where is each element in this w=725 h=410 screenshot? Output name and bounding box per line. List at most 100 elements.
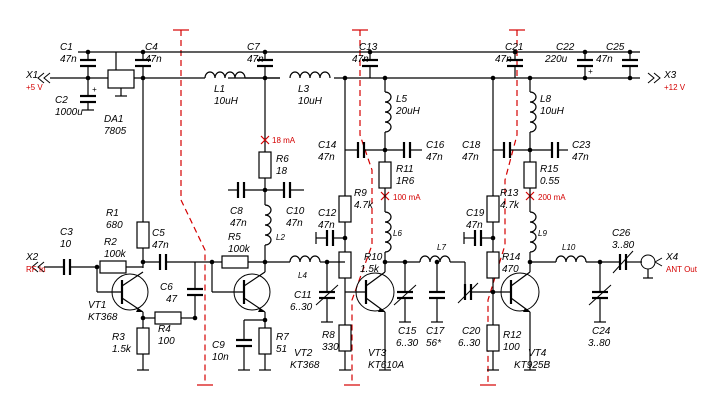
svg-text:R11: R11 [396,164,414,175]
svg-text:KT610A: KT610A [368,360,404,371]
x4-connector: X4 ANT Out [640,252,698,279]
svg-text:100 mA: 100 mA [393,193,421,202]
x2-connector: X2 RF In [25,252,46,274]
stage-divider-1 [173,29,213,386]
svg-text:C19: C19 [466,208,485,219]
capacitor-c1: C1 47n [60,42,96,78]
svg-text:L1: L1 [214,84,225,95]
svg-text:10: 10 [60,239,72,250]
svg-text:6..30: 6..30 [290,302,313,313]
inductor-l1: L1 10uH [204,71,280,107]
svg-text:C25: C25 [606,42,625,53]
stage-divider-3 [480,29,525,386]
resistor-r2: R2 100k [99,237,143,274]
capacitor-c11: C11 6..30 [290,262,339,323]
svg-text:18: 18 [276,166,288,177]
transistor-vt4: VT4 KT925B [493,271,550,371]
svg-text:C18: C18 [462,140,481,151]
inductor-l8: L8 10uH [529,91,565,133]
svg-text:X1: X1 [25,70,38,81]
capacitor-c19: C19 47n [463,208,493,246]
svg-text:L9: L9 [538,229,547,238]
svg-text:KT368: KT368 [290,360,320,371]
svg-text:6..30: 6..30 [396,338,419,349]
svg-text:+: + [92,85,97,94]
svg-text:3..80: 3..80 [588,338,611,349]
svg-text:C7: C7 [247,42,260,53]
svg-text:C11: C11 [294,290,312,301]
resistor-r8: R8 330 [322,292,352,371]
capacitor-c15: C15 6..30 [393,262,419,349]
capacitor-c14: C14 47n [318,140,385,163]
svg-text:47n: 47n [286,218,303,229]
svg-text:10uH: 10uH [298,96,323,107]
svg-text:10n: 10n [212,352,229,363]
capacitor-c20: C20 6..30 [457,282,493,349]
svg-text:KT368: KT368 [88,312,118,323]
svg-text:RF In: RF In [26,265,46,274]
stage-divider-2 [344,29,373,386]
inductor-l7: L7 [419,243,451,263]
svg-text:C10: C10 [286,206,305,217]
resistor-r5: R5 100k [212,232,265,269]
resistor-r15: R15 0.55 [523,161,560,189]
capacitor-c12: C12 47n [315,208,345,246]
svg-text:L7: L7 [437,243,446,252]
svg-text:C24: C24 [592,326,611,337]
svg-text:VT1: VT1 [88,300,106,311]
svg-text:6..30: 6..30 [458,338,481,349]
capacitor-c18: C18 47n [462,140,530,163]
resistor-r13: R13 4.7k [486,188,520,223]
svg-text:C26: C26 [612,228,631,239]
capacitor-c7: C7 47n [247,42,273,78]
svg-text:3..80: 3..80 [612,240,635,251]
inductor-l2: L2 [264,204,285,246]
svg-text:47n: 47n [318,220,335,231]
svg-text:R10: R10 [364,252,383,263]
svg-text:L3: L3 [298,84,310,95]
svg-text:100k: 100k [228,244,251,255]
svg-text:C16: C16 [426,140,445,151]
capacitor-c17: C17 56* [426,262,445,349]
svg-text:R9: R9 [354,188,367,199]
capacitor-c10: C10 47n [265,182,305,229]
svg-text:47n: 47n [247,54,264,65]
svg-text:L6: L6 [393,229,402,238]
svg-text:C4: C4 [145,42,158,53]
inductor-l6: L6 [384,211,402,253]
svg-text:10uH: 10uH [540,106,565,117]
inductor-l10: L10 [555,243,587,263]
svg-text:47n: 47n [572,152,589,163]
svg-text:L4: L4 [298,271,307,280]
capacitor-c5: C5 47n [143,228,195,270]
svg-text:1R6: 1R6 [396,176,415,187]
svg-text:+12 V: +12 V [664,83,686,92]
svg-text:470: 470 [502,264,519,275]
svg-text:0.55: 0.55 [540,176,560,187]
svg-text:C12: C12 [318,208,337,219]
svg-text:X3: X3 [663,70,677,81]
svg-text:1.5k: 1.5k [112,344,132,355]
svg-text:C1: C1 [60,42,73,53]
svg-text:R13: R13 [500,188,519,199]
svg-text:X2: X2 [25,252,39,263]
current-mark-stage3: 100 mA [380,191,421,202]
inductor-l3: L3 10uH [289,71,331,107]
svg-text:DA1: DA1 [104,114,123,125]
svg-text:L10: L10 [562,243,576,252]
svg-text:C6: C6 [160,282,173,293]
svg-text:47n: 47n [60,54,77,65]
capacitor-c16: C16 47n [385,140,445,163]
resistor-r7: R7 51 [258,327,289,371]
svg-text:R5: R5 [228,232,241,243]
svg-text:L5: L5 [396,94,408,105]
svg-text:10uH: 10uH [214,96,239,107]
capacitor-c26: C26 3..80 [612,228,642,274]
svg-text:47n: 47n [145,54,162,65]
svg-text:47n: 47n [462,152,479,163]
svg-text:680: 680 [106,220,123,231]
svg-text:C9: C9 [212,340,225,351]
svg-text:100k: 100k [104,249,127,260]
capacitor-c8: C8 47n [228,182,265,229]
